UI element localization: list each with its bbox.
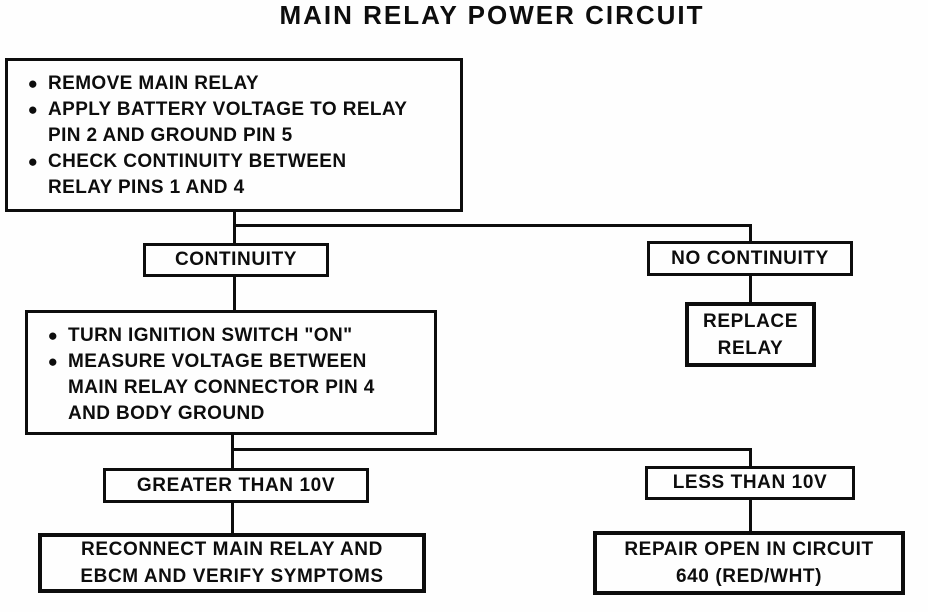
repair-box: REPAIR OPEN IN CIRCUIT 640 (RED/WHT) [593, 531, 905, 595]
connector-less-than-down [749, 448, 752, 466]
list-item: ● MEASURE VOLTAGE BETWEEN MAIN RELAY CON… [38, 349, 426, 427]
greater-than-10v-label: GREATER THAN 10V [136, 474, 336, 496]
replace-relay-box: REPLACE RELAY [685, 302, 816, 367]
bullet-icon: ● [47, 326, 59, 345]
connector-repair-down [749, 500, 752, 531]
connector-replace-relay [749, 276, 752, 302]
bullet-icon: ● [47, 352, 59, 371]
bullet-icon: ● [27, 100, 39, 119]
less-than-10v-label: LESS THAN 10V [672, 472, 828, 493]
connector-reconnect-down [231, 503, 234, 533]
bullet-icon: ● [27, 74, 39, 93]
step2-bullet-2: MEASURE VOLTAGE BETWEEN MAIN RELAY CONNE… [68, 351, 375, 424]
list-item: ● REMOVE MAIN RELAY [18, 71, 452, 97]
step2-bullet-1: TURN IGNITION SWITCH "ON" [68, 325, 353, 346]
connector-branch2-horizontal [231, 448, 752, 451]
step1-bullet-list: ● REMOVE MAIN RELAY ● APPLY BATTERY VOLT… [18, 71, 452, 201]
connector-step2-down [233, 277, 236, 310]
reconnect-text: RECONNECT MAIN RELAY AND EBCM AND VERIFY… [80, 539, 384, 587]
connector-step2-branch-down [231, 435, 234, 468]
repair-text: REPAIR OPEN IN CIRCUIT 640 (RED/WHT) [624, 539, 874, 587]
list-item: ● CHECK CONTINUITY BETWEEN RELAY PINS 1 … [18, 149, 452, 201]
step1-bullet-1: REMOVE MAIN RELAY [48, 73, 259, 94]
connector-branch1-horizontal [233, 224, 752, 227]
list-item: ● APPLY BATTERY VOLTAGE TO RELAY PIN 2 A… [18, 97, 452, 149]
step1-box: ● REMOVE MAIN RELAY ● APPLY BATTERY VOLT… [5, 58, 463, 212]
step1-bullet-3: CHECK CONTINUITY BETWEEN RELAY PINS 1 AN… [48, 151, 347, 198]
step2-box: ● TURN IGNITION SWITCH "ON" ● MEASURE VO… [25, 310, 437, 435]
greater-than-10v-label-box: GREATER THAN 10V [103, 468, 369, 503]
connector-step1-down [233, 212, 236, 243]
page-title: MAIN RELAY POWER CIRCUIT [279, 0, 705, 30]
less-than-10v-label-box: LESS THAN 10V [645, 466, 855, 500]
step1-bullet-2: APPLY BATTERY VOLTAGE TO RELAY PIN 2 AND… [48, 99, 408, 146]
continuity-label-box: CONTINUITY [143, 243, 329, 277]
continuity-label: CONTINUITY [174, 249, 298, 270]
bullet-icon: ● [27, 152, 39, 171]
connector-no-continuity-down [749, 224, 752, 241]
no-continuity-label-box: NO CONTINUITY [647, 241, 853, 276]
no-continuity-label: NO CONTINUITY [671, 247, 829, 269]
replace-relay-text: REPLACE RELAY [703, 310, 798, 359]
step2-bullet-list: ● TURN IGNITION SWITCH "ON" ● MEASURE VO… [38, 323, 426, 427]
reconnect-box: RECONNECT MAIN RELAY AND EBCM AND VERIFY… [38, 533, 426, 593]
list-item: ● TURN IGNITION SWITCH "ON" [38, 323, 426, 349]
